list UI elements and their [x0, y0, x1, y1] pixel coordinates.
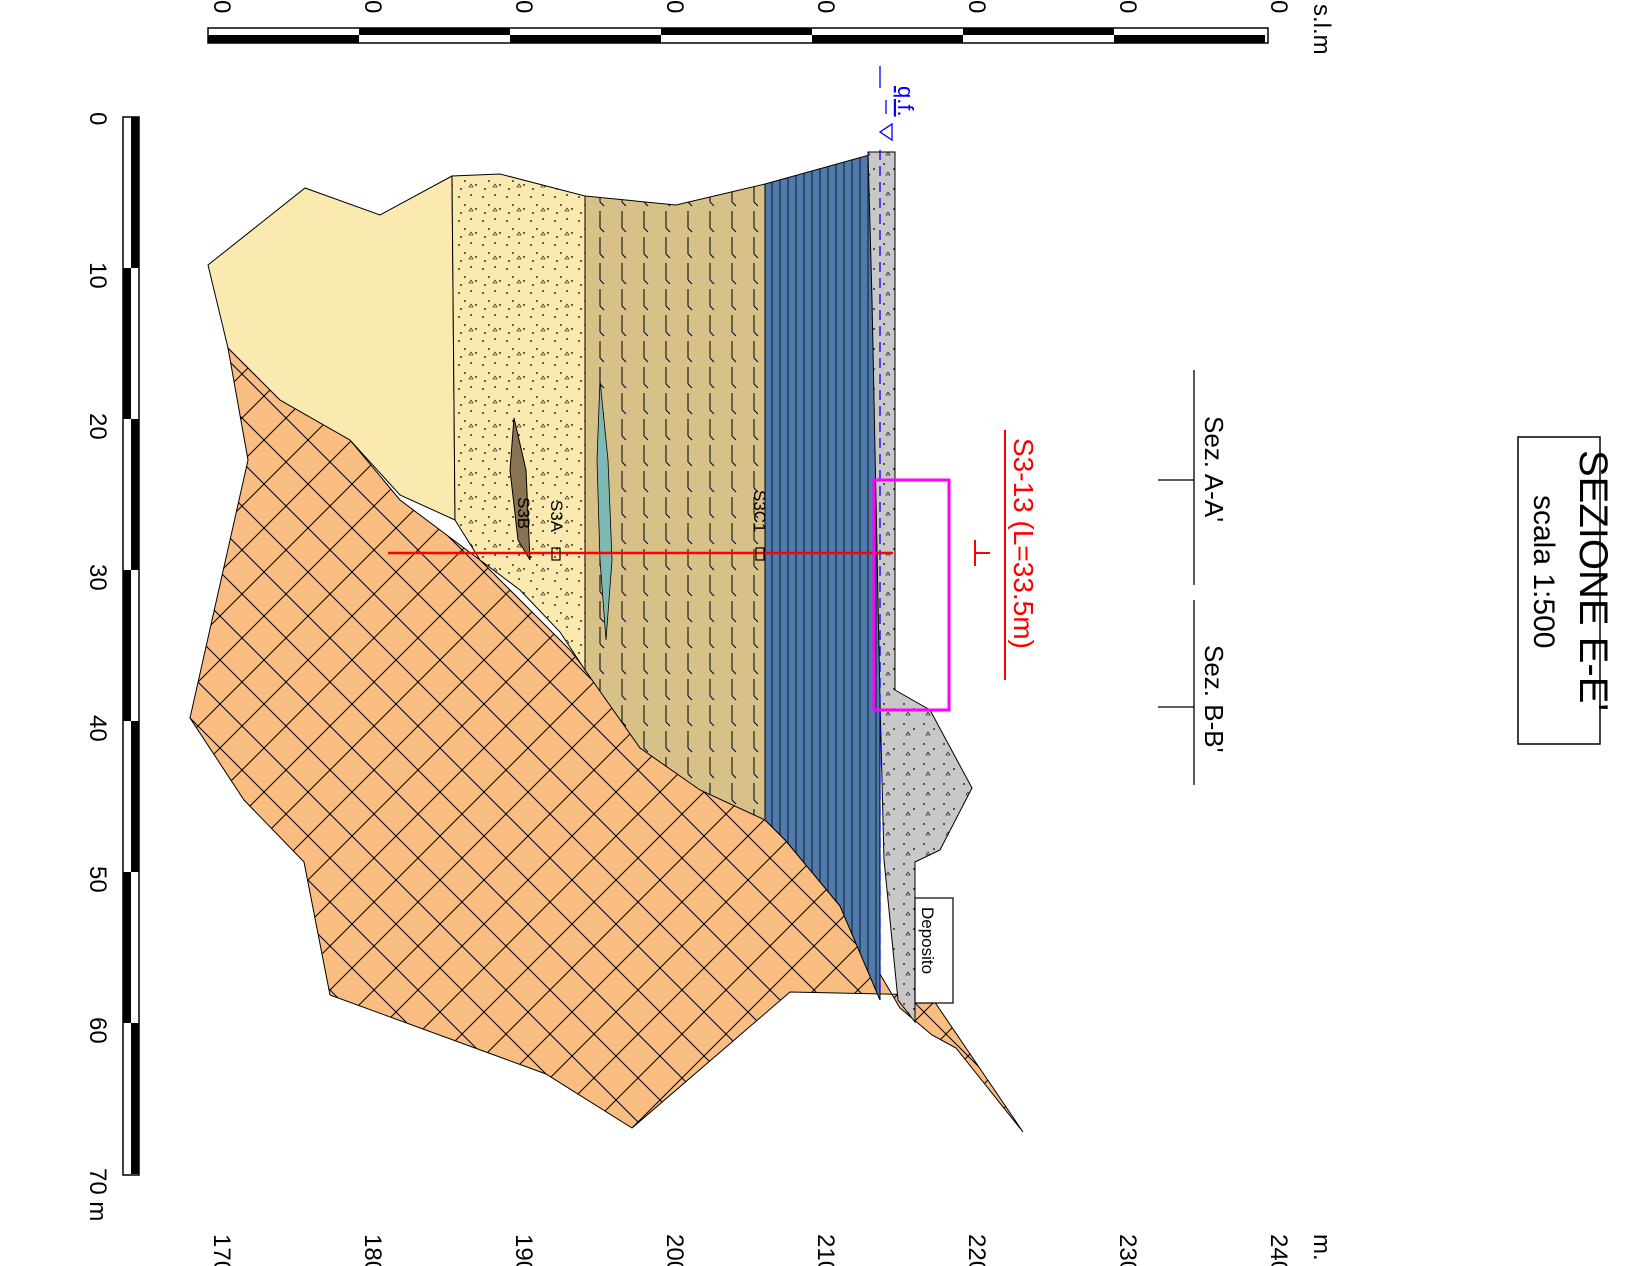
bottom-tick-label: 170	[208, 1234, 235, 1266]
top-tick-label: 0	[963, 0, 990, 13]
section-markers: Sez. A-A' Sez. B-B'	[1158, 370, 1229, 785]
dotted-sand-layer	[451, 173, 586, 672]
distance-tick-label: 40	[84, 715, 111, 742]
bottom-tick-label: 210	[812, 1234, 839, 1266]
top-tick-label: 0	[812, 0, 839, 13]
sample-label-s3c1: S3C1	[750, 490, 769, 533]
top-tick-label: 0	[359, 0, 386, 13]
deposit-callout: Deposito	[914, 897, 954, 1004]
bottom-tick-label: 190	[510, 1234, 537, 1266]
distance-tick-label: 50	[84, 866, 111, 893]
elevation-scale-top: 0 0 0 0 0 0 0 0 s.l.m	[207, 0, 1335, 55]
bottom-tick-label: 200	[661, 1234, 688, 1266]
distance-tick-label: 60	[84, 1017, 111, 1044]
thin-sand-lens	[596, 379, 613, 641]
deposit-label: Deposito	[918, 907, 937, 974]
top-tick-label: 0	[1114, 0, 1141, 13]
top-tick-label: 0	[661, 0, 688, 13]
distance-tick-label: 20	[84, 413, 111, 440]
top-tick-label: 0	[1265, 0, 1292, 13]
distance-tick-label: 0	[84, 112, 111, 125]
scale-label: scala 1:500	[1527, 495, 1560, 648]
bottom-tick-label: 220	[963, 1234, 990, 1266]
top-unit-label: s.l.m	[1308, 4, 1335, 55]
dark-lens	[509, 417, 531, 561]
water-level-label: q.f.	[893, 86, 918, 117]
bottom-tick-label: 230	[1114, 1234, 1141, 1266]
top-tick-label: 0	[510, 0, 537, 13]
section-label-b: Sez. B-B'	[1199, 645, 1229, 753]
section-label-a: Sez. A-A'	[1199, 416, 1229, 522]
borehole: S3-13 (L=33.5m) S3C1 S3A S3B	[388, 430, 1039, 680]
magenta-window	[872, 478, 951, 712]
khaki-silt-layer	[584, 183, 766, 821]
section-title: SEZIONE E-E'	[1571, 450, 1615, 711]
sample-label-s3a: S3A	[547, 500, 566, 533]
distance-scale-left: 0 10 20 30 40 50 60 70 m	[84, 112, 140, 1221]
bedrock-layer	[189, 346, 1024, 1133]
top-tick-label: 0	[208, 0, 235, 13]
elevation-labels-bottom: 170 180 190 200 210 220 230 240 m.	[208, 1234, 1335, 1266]
bottom-unit-label: m.	[1308, 1234, 1335, 1261]
distance-tick-label: 10	[84, 262, 111, 289]
light-sand-layer	[207, 175, 456, 521]
bottom-tick-label: 180	[359, 1234, 386, 1266]
distance-tick-label: 70 m	[84, 1168, 111, 1221]
borehole-label: S3-13 (L=33.5m)	[1008, 438, 1039, 649]
grey-fill-layer	[867, 151, 973, 1024]
distance-tick-label: 30	[84, 564, 111, 591]
water-level: q.f.	[878, 66, 918, 1000]
geological-layers	[189, 151, 1024, 1133]
title-block: SEZIONE E-E' scala 1:500	[1517, 436, 1615, 745]
sample-label-s3b: S3B	[514, 497, 533, 529]
bottom-tick-label: 240	[1265, 1234, 1292, 1266]
